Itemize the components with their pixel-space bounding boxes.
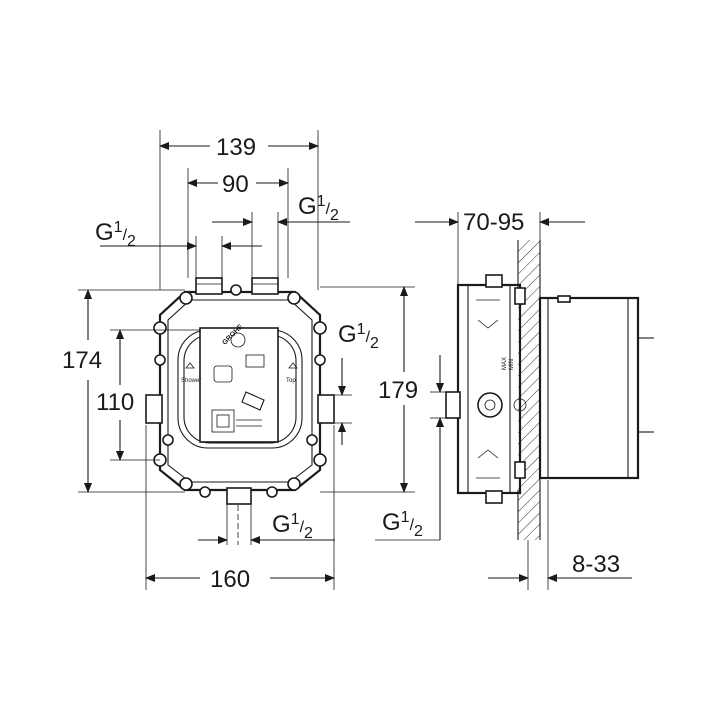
dim-139: 139 [216, 134, 256, 161]
dim-160: 160 [210, 566, 250, 593]
extension-sleeve [538, 296, 640, 480]
label-min: MIN [509, 359, 515, 370]
svg-text:G1/2: G1/2 [95, 219, 136, 250]
thread-g-bottom: G [272, 511, 291, 538]
thread-g-topright: G [298, 193, 317, 220]
svg-text:G1/2: G1/2 [382, 509, 423, 540]
label-max: MAX [502, 357, 508, 370]
side-body [456, 283, 522, 495]
side-view: MAX MIN [445, 240, 654, 540]
thread-g-topleft: G [95, 219, 114, 246]
side-dimensions: 70-95 G1/2 8-33 [375, 209, 632, 590]
svg-text:G1/2: G1/2 [338, 321, 379, 352]
dim-8-33: 8-33 [572, 551, 620, 578]
dim-179: 179 [378, 377, 418, 404]
thread-g-side: G [382, 509, 401, 536]
label-right: Top [286, 378, 296, 384]
dim-110: 110 [96, 389, 134, 416]
front-dimensions: 139 90 G1/2 G1/2 174 110 [62, 130, 418, 593]
dim-70-95: 70-95 [463, 209, 524, 236]
svg-text:G1/2: G1/2 [298, 193, 339, 224]
wall-hatch [518, 240, 540, 540]
svg-text:G1/2: G1/2 [272, 511, 313, 542]
dim-90: 90 [222, 171, 249, 198]
mounting-lugs [153, 284, 327, 498]
thread-g-right: G [338, 321, 357, 348]
front-view: GROHE Shower Top [145, 277, 335, 545]
label-left: Shower [181, 378, 201, 384]
dim-174: 174 [62, 347, 102, 374]
